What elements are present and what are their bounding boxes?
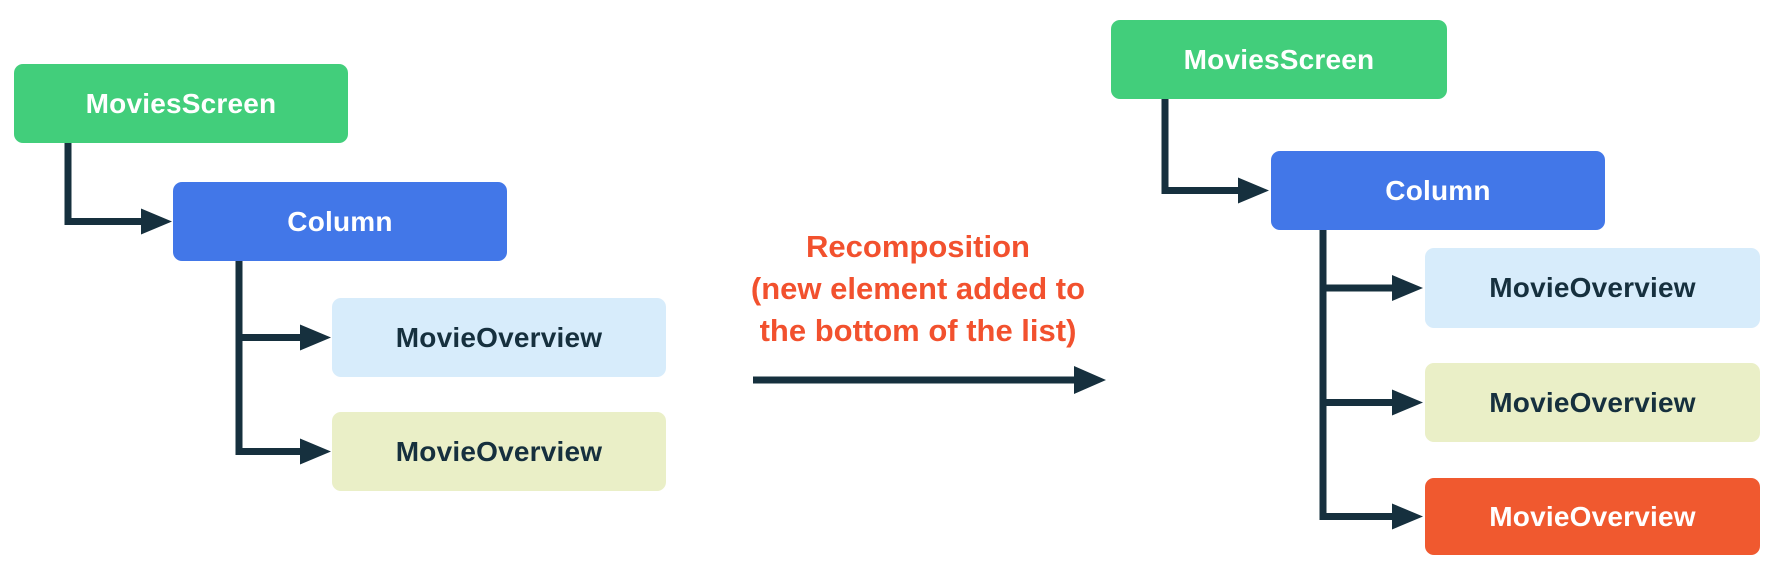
right-moviesscreen-node: MoviesScreen xyxy=(1111,20,1447,99)
left-moviesscreen-node: MoviesScreen xyxy=(14,64,348,143)
right-movieoverview-1-node: MovieOverview xyxy=(1425,248,1760,328)
left-movieoverview-1-node: MovieOverview xyxy=(332,298,666,377)
right-moviesscreen-to-column-connector xyxy=(1161,99,1269,204)
right-column-node: Column xyxy=(1271,151,1605,230)
recomposition-arrow xyxy=(753,366,1106,394)
left-column-to-overviews-connector xyxy=(235,261,331,465)
recomposition-label-line-3: the bottom of the list) xyxy=(759,313,1077,348)
left-column-node: Column xyxy=(173,182,507,261)
left-movieoverview-2-node: MovieOverview xyxy=(332,412,666,491)
recomposition-label-line-2: (new element added to xyxy=(750,271,1086,306)
right-movieoverview-2-node: MovieOverview xyxy=(1425,363,1760,442)
right-movieoverview-3-new-node: MovieOverview xyxy=(1425,478,1760,555)
right-column-to-overviews-connector xyxy=(1319,230,1423,530)
left-moviesscreen-to-column-connector xyxy=(64,143,172,235)
recomposition-label: Recomposition (new element added to the … xyxy=(658,226,1178,352)
recomposition-label-line-1: Recomposition xyxy=(806,229,1030,264)
